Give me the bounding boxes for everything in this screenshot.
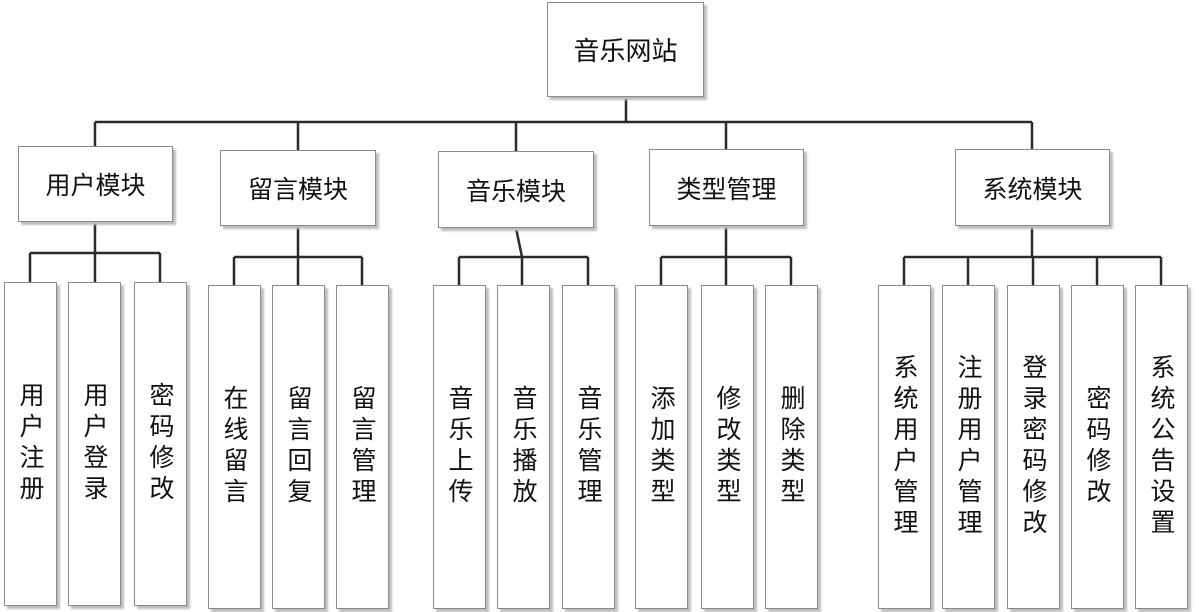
connector-line — [514, 227, 524, 258]
leaf-label: 音乐上传 — [445, 385, 474, 509]
leaf-label: 留言管理 — [348, 385, 377, 509]
module-message: 留言模块 — [220, 150, 376, 226]
leaf-label: 登录密码修改 — [1019, 354, 1048, 540]
leaf-node: 在线留言 — [208, 285, 261, 609]
module-user: 用户模块 — [18, 146, 173, 222]
leaf-label: 音乐管理 — [574, 385, 603, 509]
leaf-node: 密码修改 — [134, 282, 187, 606]
leaf-node: 音乐播放 — [497, 285, 550, 609]
leaf-node: 添加类型 — [635, 285, 688, 609]
leaf-label: 留言回复 — [284, 385, 313, 509]
leaf-label: 添加类型 — [647, 385, 676, 509]
leaf-label: 修改类型 — [713, 385, 742, 509]
leaf-label: 系统公告设置 — [1147, 354, 1176, 540]
leaf-label: 密码修改 — [146, 382, 175, 506]
leaf-label: 系统用户管理 — [890, 354, 919, 540]
leaf-label: 用户注册 — [16, 382, 45, 506]
leaf-node: 音乐管理 — [562, 285, 615, 609]
leaf-label: 用户登录 — [80, 382, 109, 506]
leaf-node: 注册用户管理 — [942, 285, 995, 609]
leaf-node: 系统公告设置 — [1135, 285, 1188, 609]
module-system: 系统模块 — [955, 149, 1110, 226]
leaf-node: 用户登录 — [68, 282, 121, 606]
leaf-node: 系统用户管理 — [878, 285, 931, 609]
leaf-node: 登录密码修改 — [1007, 285, 1060, 609]
leaf-node: 用户注册 — [4, 282, 57, 606]
module-label: 类型管理 — [676, 174, 777, 204]
module-label: 用户模块 — [45, 171, 146, 200]
leaf-node: 密码修改 — [1071, 285, 1124, 609]
module-label: 音乐模块 — [465, 176, 566, 206]
leaf-label: 音乐播放 — [509, 385, 538, 509]
leaf-label: 在线留言 — [220, 385, 249, 509]
leaf-label: 注册用户管理 — [954, 354, 983, 540]
root-label: 音乐网站 — [573, 37, 678, 67]
leaf-node: 留言管理 — [336, 285, 389, 609]
root-node: 音乐网站 — [547, 2, 704, 97]
leaf-label: 删除类型 — [777, 385, 806, 509]
leaf-node: 音乐上传 — [433, 285, 486, 609]
module-type: 类型管理 — [649, 149, 804, 226]
module-label: 留言模块 — [247, 175, 348, 204]
leaf-node: 修改类型 — [701, 285, 754, 609]
module-music: 音乐模块 — [438, 151, 594, 228]
module-label: 系统模块 — [982, 174, 1083, 204]
leaf-node: 留言回复 — [272, 285, 325, 609]
leaf-node: 删除类型 — [765, 285, 818, 609]
leaf-label: 密码修改 — [1083, 385, 1112, 509]
